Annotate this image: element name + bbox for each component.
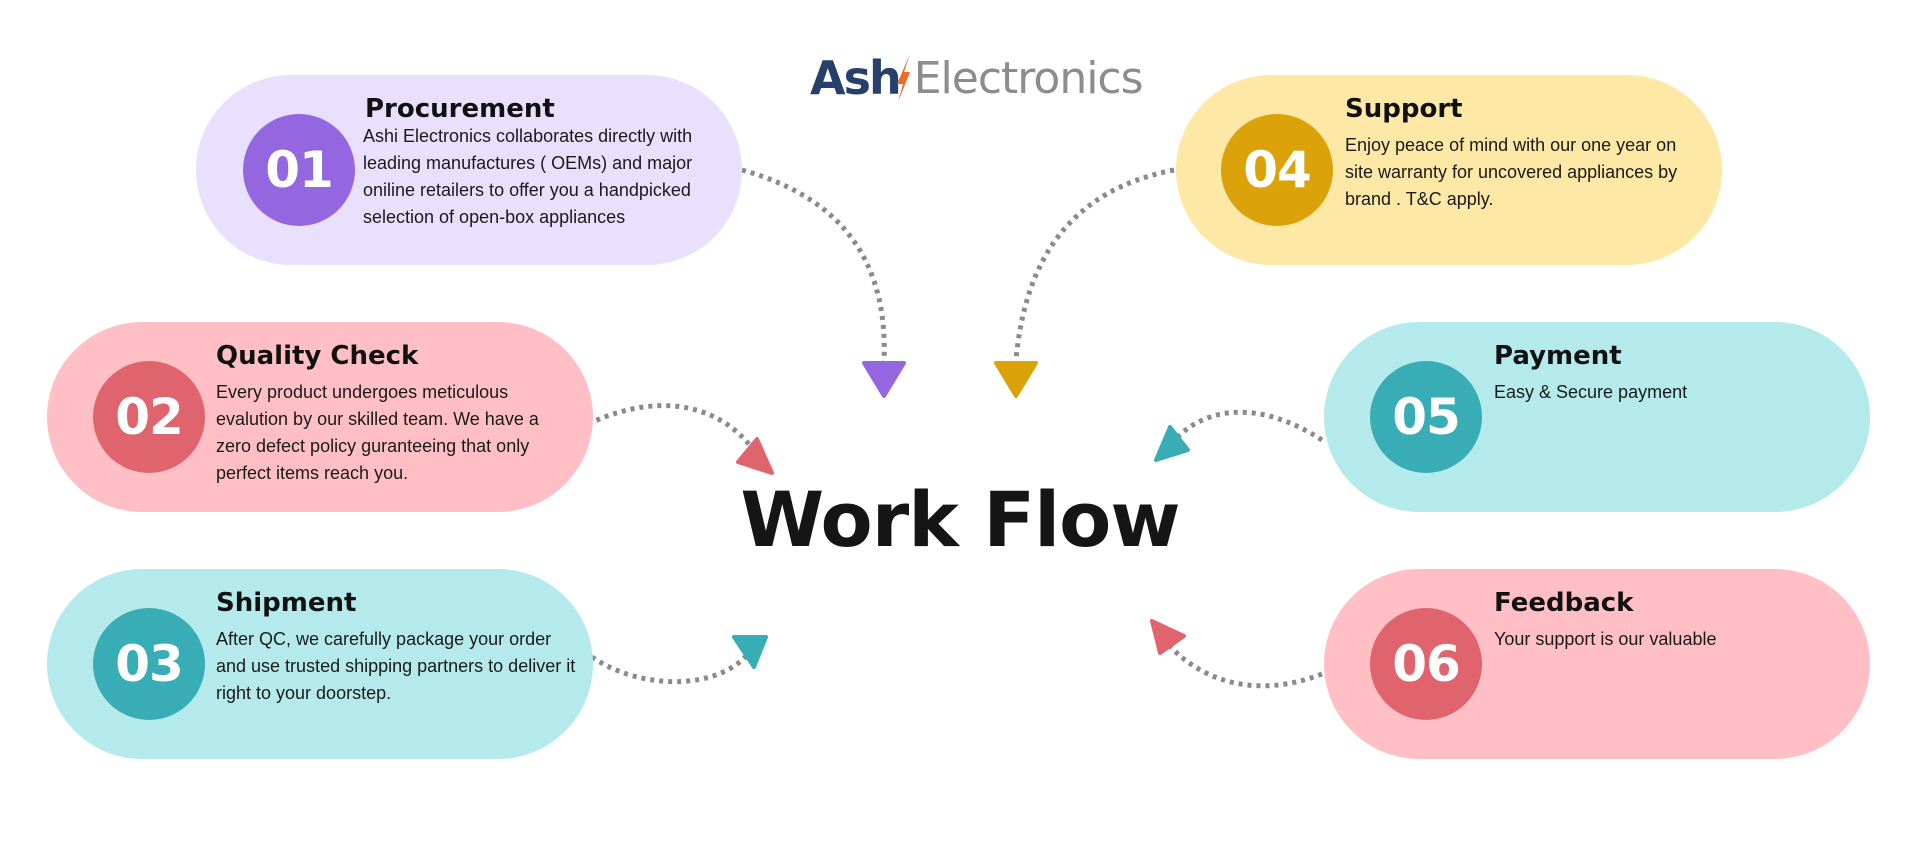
connector-03 — [590, 654, 748, 685]
step-number-badge: 03 — [93, 608, 205, 720]
connector-06 — [1166, 642, 1323, 689]
arrowhead-03 — [732, 635, 768, 669]
step-number-badge: 01 — [243, 114, 355, 226]
step-description: Ashi Electronics collaborates directly w… — [363, 126, 693, 227]
step-number-badge: 05 — [1370, 361, 1482, 473]
connector-04 — [1013, 167, 1175, 361]
arrowhead-04 — [994, 361, 1038, 398]
logo-text-electronics: Electronics — [913, 52, 1144, 104]
step-description: Enjoy peace of mind with our one year on… — [1345, 135, 1678, 209]
brand-logo: Ash Electronics — [810, 48, 1144, 108]
arrowhead-02 — [736, 437, 774, 475]
step-title: Support — [1345, 94, 1463, 124]
lightning-bolt-icon — [894, 52, 912, 104]
step-description: Every product undergoes meticulous evalu… — [216, 382, 539, 483]
page-title: Work Flow — [740, 475, 1180, 564]
step-number-badge: 06 — [1370, 608, 1482, 720]
connector-01 — [741, 167, 887, 363]
logo-text-ash: Ash — [810, 51, 902, 105]
step-title: Feedback — [1494, 588, 1634, 618]
step-description: Your support is our valuable — [1494, 629, 1717, 649]
step-description: Easy & Secure payment — [1494, 382, 1688, 402]
arrowhead-01 — [862, 361, 906, 398]
step-number-badge: 04 — [1221, 114, 1333, 226]
connector-02 — [578, 403, 754, 450]
step-title: Procurement — [365, 94, 555, 124]
step-description: After QC, we carefully package your orde… — [216, 629, 576, 703]
arrowhead-06 — [1150, 619, 1186, 655]
step-title: Payment — [1494, 341, 1622, 371]
step-title: Shipment — [216, 588, 357, 618]
connector-05 — [1170, 409, 1324, 445]
step-title: Quality Check — [216, 341, 419, 371]
arrowhead-05 — [1154, 425, 1190, 462]
step-number-badge: 02 — [93, 361, 205, 473]
